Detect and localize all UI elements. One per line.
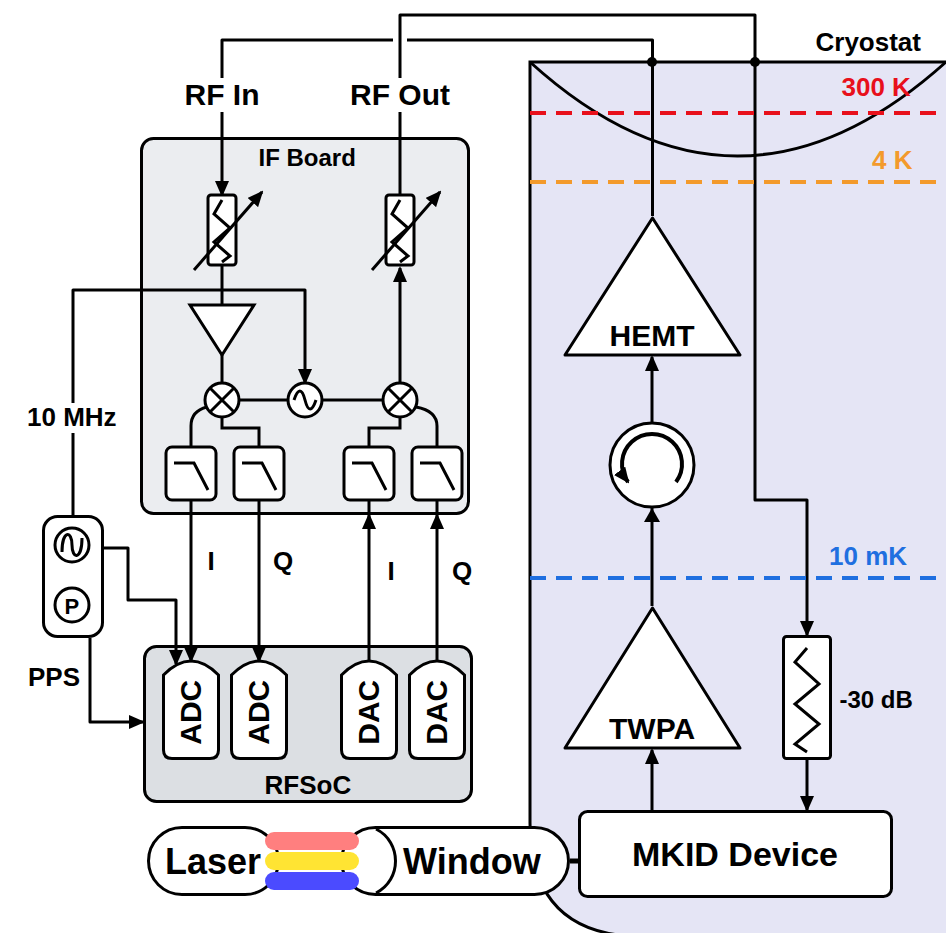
laser-box-outline [149,828,279,895]
amplifier-triangle-outline [565,218,740,355]
signal-label: Q [273,547,293,577]
converter-block-outline [410,661,465,759]
junction-dots [647,57,760,67]
temperature-lines [530,113,946,578]
laser-beam-stripe [274,852,350,870]
connector [436,515,439,661]
attenuator-symbol [795,648,819,752]
converter-block-outline [342,661,397,759]
attenuator: -30 dB [782,635,832,760]
connector [222,40,653,216]
connector [258,515,261,661]
device-box-outline [580,812,892,897]
converter-block: DAC [340,655,398,760]
laser-beam-stripe [274,872,350,890]
node-label: Cryostat [816,28,921,58]
node-label: P [65,594,80,619]
connector [400,15,807,635]
temperature-label: 10 mK [829,542,907,572]
node-label: ADC [242,679,277,744]
attenuator-shape [782,635,832,760]
clock-source-outline [44,517,103,637]
signal-label: Q [452,557,472,587]
signal-label: RF In [182,78,263,113]
amplifier-triangle-outline [565,608,740,748]
connector [651,750,654,810]
connector [73,290,305,515]
amplifier-triangle: TWPA [563,606,742,750]
circulator-symbol [610,423,694,522]
cryostat-region-outline [530,62,946,156]
reference-clock-symbols [55,528,89,622]
signal-label: I [388,557,395,587]
attenuator-outline [784,637,831,759]
temperature-label: 4 K [872,146,912,176]
converter-block-outline [232,661,287,759]
signal-label: 10 MHz [24,403,120,433]
node-label: MKID Device [632,835,838,874]
converter-block: ADC [230,655,288,760]
node-label: DAC [352,679,387,744]
board-panel-outline [145,647,472,802]
window-box: Window [340,826,570,896]
device-box: MKID Device [578,810,893,898]
connector [806,760,809,810]
converter-block: ADC [162,655,220,760]
node-label: Laser [165,841,261,882]
connector [190,515,193,661]
node-label: IF Board [259,144,356,172]
signal-label: I [208,547,215,577]
node-label: DAC [420,679,455,744]
node-label: HEMT [610,319,695,354]
connector [104,548,176,664]
connector [274,841,350,881]
laser-beam-stripe [274,832,350,850]
board-panel: RFSoC ADC ADC DAC DAC [143,645,473,803]
laser-box: Laser [147,826,280,896]
window-box-outline [376,829,396,893]
signal-label: PPS [28,663,80,693]
connector [570,859,578,864]
amplifier-triangle: HEMT [563,216,742,357]
signal-label: RF Out [347,78,453,113]
connector [90,638,143,722]
converter-block-outline [164,661,219,759]
node-label: -30 dB [840,686,913,714]
node-label: Window [403,841,541,882]
node-label: RFSoC [265,771,352,801]
if-board-circuit [166,137,462,515]
cryostat-region-outline [530,62,946,933]
window-box-outline [342,828,569,895]
converter-block: DAC [408,655,466,760]
connector [368,515,371,661]
node-label: TWPA [609,712,695,747]
temperature-label: 300 K [842,73,911,103]
node-label: ADC [174,679,209,744]
